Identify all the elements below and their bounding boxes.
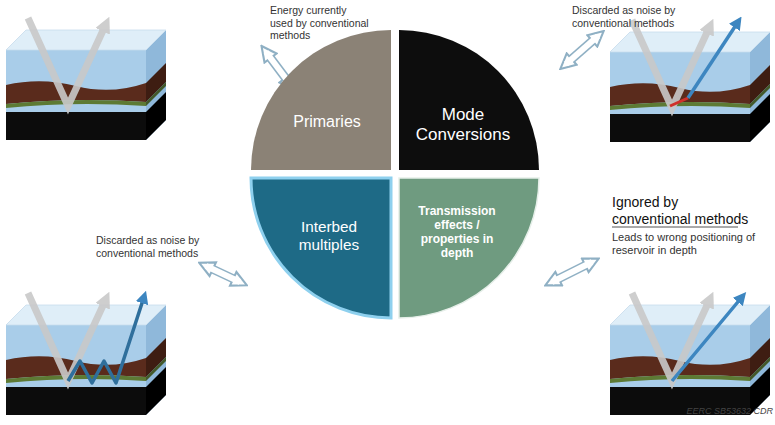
quadrant-title: Transmission effects / properties in dep… <box>410 205 504 260</box>
quadrant-wedge: Mode Conversions <box>399 30 539 170</box>
quadrant-wedge: Primaries <box>251 30 391 170</box>
callout-note: Discarded as noise by conventional metho… <box>96 234 220 259</box>
callout-note: Energy currently used by conventional me… <box>270 4 370 42</box>
callout-arrow <box>552 262 592 282</box>
seismic-block <box>6 18 166 140</box>
callout-note: Leads to wrong positioning of reservoir … <box>612 231 764 257</box>
quadrant-wedge: Interbed multiples <box>251 178 391 318</box>
quadrant-title: Primaries <box>277 113 377 131</box>
seismic-block <box>610 20 770 142</box>
quadrant-title: Interbed multiples <box>277 218 381 253</box>
figure-code: EERC SB53632 CDR <box>685 406 773 417</box>
callout-arrow <box>566 36 598 64</box>
wedge-shape <box>399 30 539 170</box>
callout-note: Discarded as noise by conventional metho… <box>572 4 700 29</box>
quadrant-title: Mode Conversions <box>411 105 515 144</box>
seismic-block <box>610 293 770 415</box>
quadrant-wedge: Transmission effects / properties in dep… <box>399 178 539 318</box>
callout-note: Ignored by conventional methods <box>612 194 752 228</box>
callout-arrow <box>206 266 240 282</box>
seismic-block <box>6 293 166 415</box>
wedge-shape <box>251 30 391 170</box>
